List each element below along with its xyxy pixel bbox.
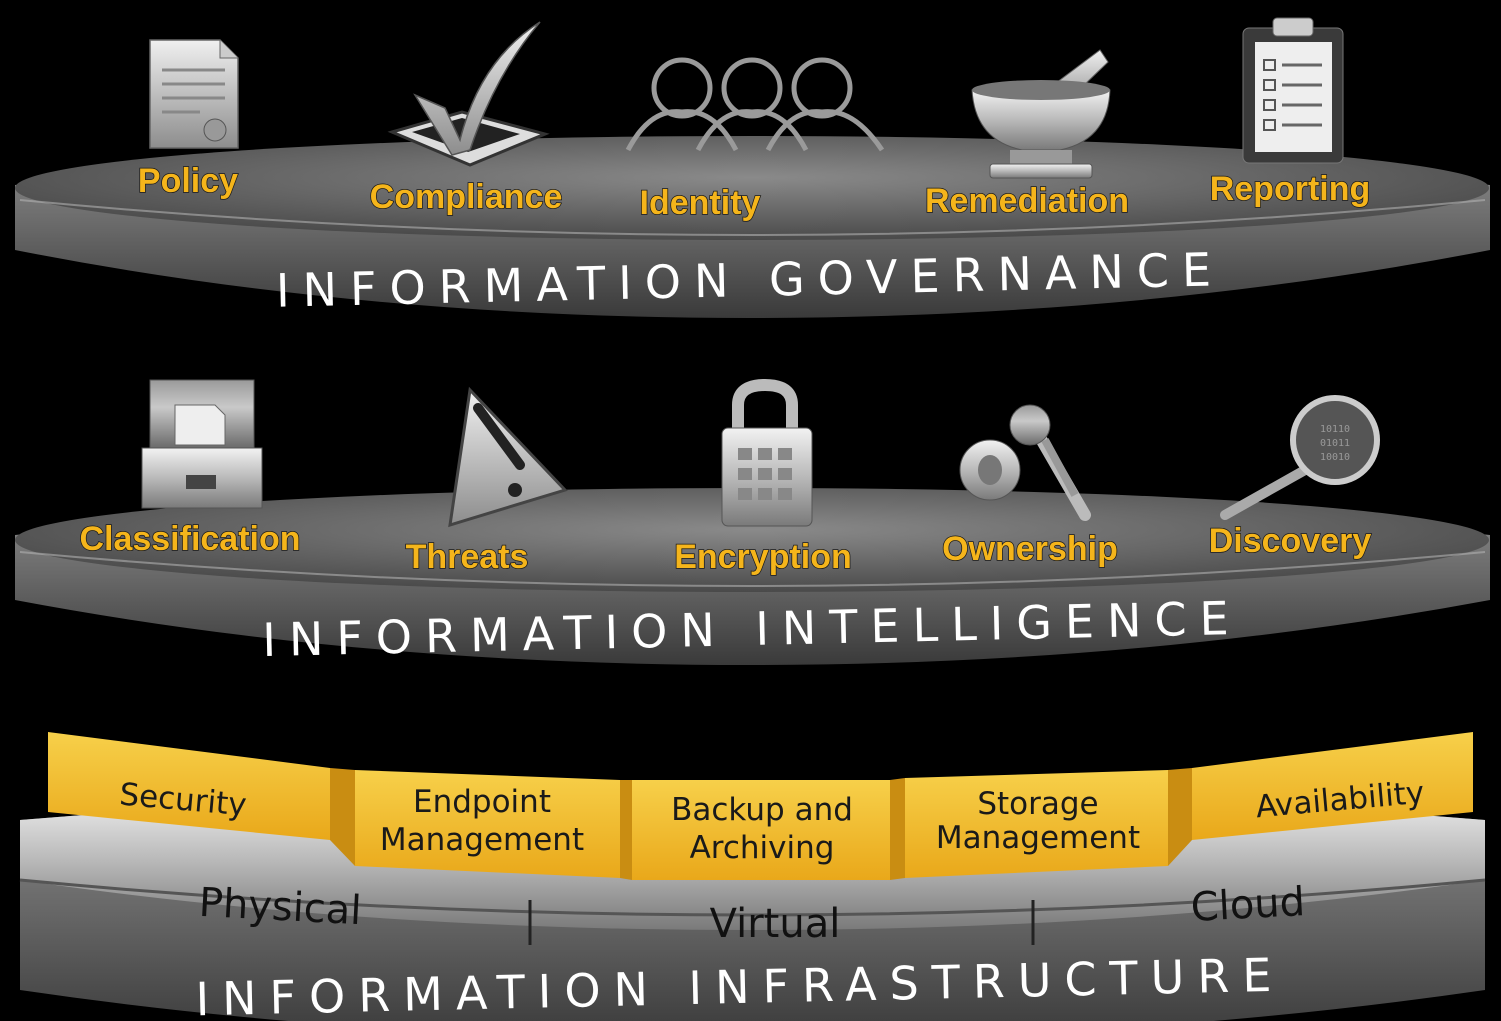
intelligence-item-label: Ownership: [942, 530, 1118, 568]
warning-icon: [448, 386, 568, 528]
keys-icon: [959, 404, 1091, 521]
governance-item-label: Policy: [138, 162, 238, 200]
environment-virtual: Virtual: [710, 901, 841, 947]
intelligence-item-label: Classification: [79, 520, 300, 558]
governance-item-label: Reporting: [1210, 170, 1371, 208]
intelligence-disc: [15, 488, 1490, 665]
environment-cloud: Cloud: [1190, 879, 1307, 931]
magnifier-icon: 10110 01011 10010: [1220, 395, 1380, 520]
intelligence-item-label: Encryption: [674, 538, 852, 576]
people-icon: [625, 57, 885, 152]
svg-text:10010: 10010: [1320, 452, 1350, 463]
governance-item-label: Compliance: [370, 178, 563, 216]
infra-segment-storage: Management: [936, 820, 1140, 856]
infra-segment-endpoint: Endpoint: [413, 784, 551, 820]
infra-segment-backup: Backup and: [671, 792, 853, 828]
checkmark-icon: [387, 21, 550, 167]
governance-item-label: Remediation: [925, 182, 1129, 220]
infra-segment-storage: Storage: [977, 786, 1098, 822]
governance-disc: [15, 136, 1490, 318]
intelligence-item-label: Threats: [406, 538, 529, 576]
intelligence-item-label: Discovery: [1209, 522, 1372, 560]
clipboard-icon: [1242, 17, 1344, 164]
infra-segment-backup: Archiving: [690, 830, 835, 866]
svg-text:10110: 10110: [1320, 424, 1350, 435]
infrastructure-gold-band: [48, 732, 1473, 880]
governance-item-label: Identity: [640, 184, 761, 222]
padlock-icon: [721, 378, 813, 527]
environment-physical: Physical: [198, 880, 363, 934]
file-cabinet-icon: [141, 379, 263, 509]
mortar-pestle-icon: [971, 49, 1111, 179]
svg-text:01011: 01011: [1320, 438, 1350, 449]
infra-segment-endpoint: Management: [380, 822, 584, 858]
policy-document-icon: [149, 39, 239, 149]
